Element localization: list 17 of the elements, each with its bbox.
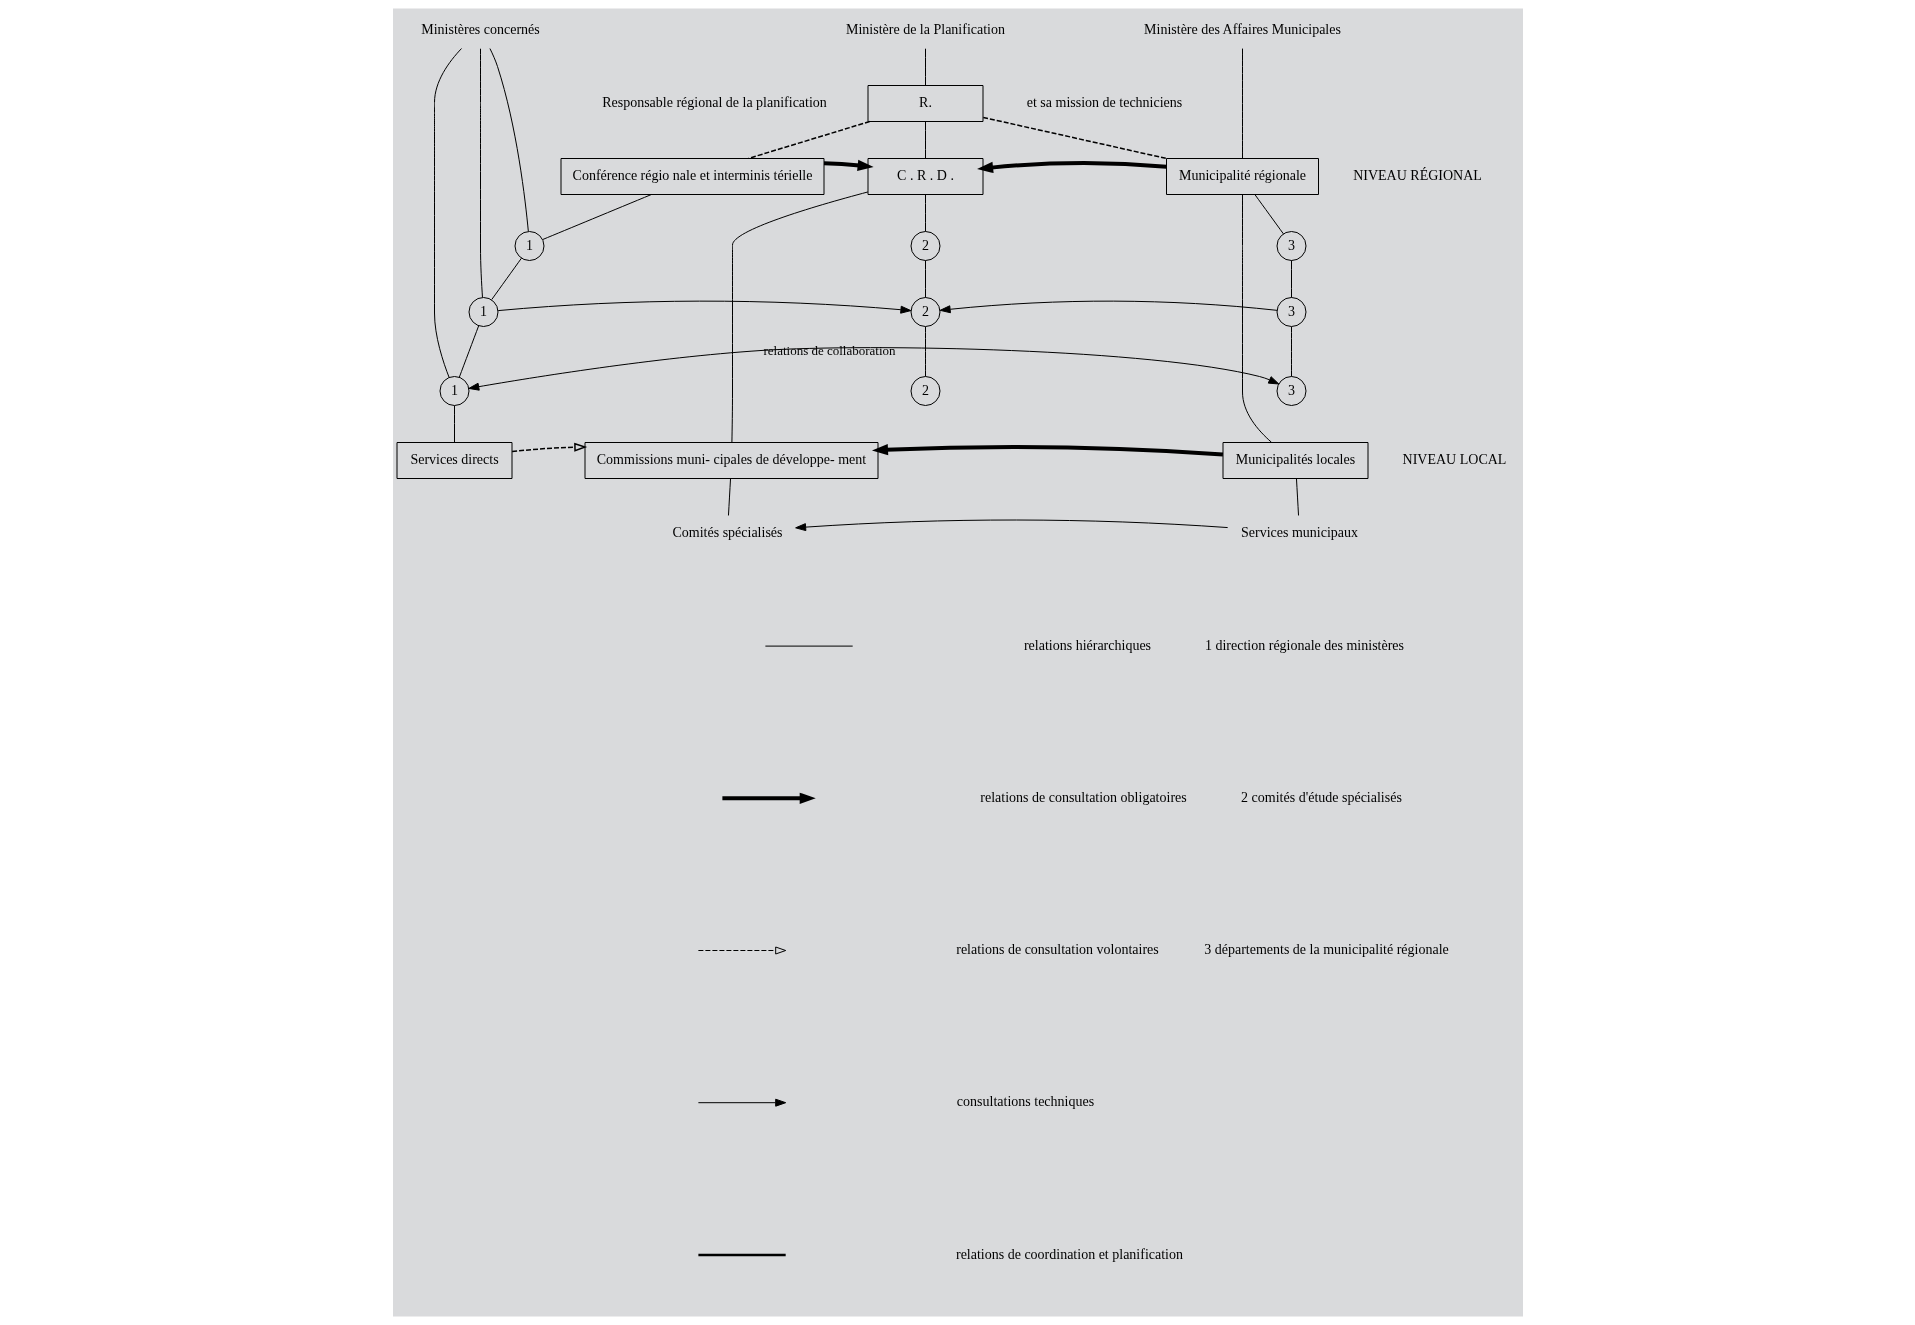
legend-label: relations hiérarchiques <box>1023 637 1151 653</box>
legend-label: relations de coordination et planification <box>955 1246 1183 1262</box>
label: NIVEAU RÉGIONAL <box>1352 168 1482 184</box>
label: 2 comités d'étude spécialisés <box>1240 790 1402 805</box>
node-label: et sa mission de techniciens <box>1026 95 1182 111</box>
label: 1 direction régionale des ministères <box>1204 637 1404 653</box>
node-text: Ministères concernés <box>420 22 540 38</box>
node-label: Responsable régional de la planification <box>601 95 827 111</box>
legend-label: relations de consultation obligatoires <box>979 790 1187 805</box>
node-text: Comités spécialisés <box>671 525 783 541</box>
legend-label: relations de consultation volontaires <box>955 942 1159 958</box>
label: NIVEAU LOCAL <box>1402 452 1506 468</box>
legend-label: consultations techniques <box>956 1094 1094 1110</box>
label: 3 départements de la municipalité régionale <box>1203 942 1449 958</box>
node-text: Ministère des Affaires Municipales <box>1143 22 1341 38</box>
node-text: Ministère de la Planification <box>845 22 1005 38</box>
node-text: Services municipaux <box>1240 525 1358 541</box>
